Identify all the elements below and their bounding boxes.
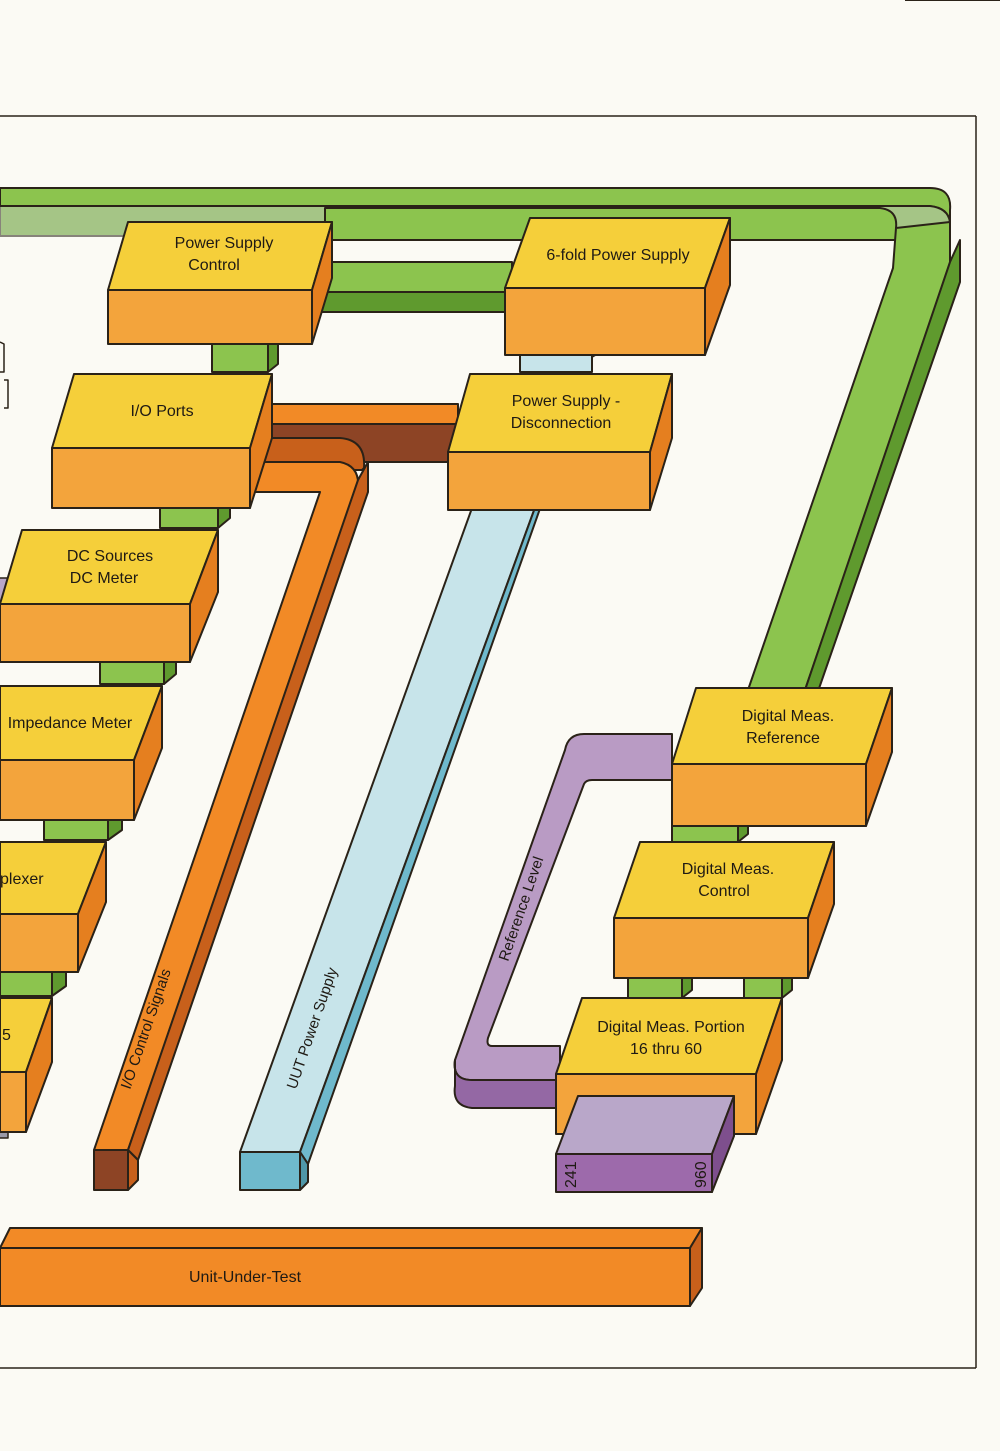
digital-meas-reference-line1: Digital Meas. [742,708,834,725]
io-ports-label: I/O Ports [130,403,193,420]
power-supply-control-line2: Control [188,257,240,274]
pin-end-label: 960 [693,1161,710,1188]
pin-connector-block: 241 960 [555,1095,735,1193]
digital-meas-reference-line2: Reference [746,730,820,747]
uut-power-supply-bus: UUT Power Supply [239,317,605,1191]
partial-block-5: 5 [0,997,53,1133]
dc-sources-label: DC Sources [67,548,153,565]
impedance-meter-block: Impedance Meter [0,685,163,821]
power-supply-disconnection-line1: Power Supply - [512,393,621,410]
multiplexer-label: plexer [0,871,44,888]
digital-meas-portion-line1: Digital Meas. Portion [597,1019,745,1036]
multiplexer-block: plexer [0,841,107,973]
digital-meas-control-block: Digital Meas. Control [613,841,835,979]
reference-level-bus: Reference Level [453,733,673,1109]
unit-under-test-bar: Unit-Under-Test [0,1227,703,1307]
unit-under-test-label: Unit-Under-Test [189,1269,302,1286]
dc-sources-dc-meter-block: DC Sources DC Meter [0,529,219,663]
power-supply-control-line1: Power Supply [175,235,274,252]
impedance-meter-label: Impedance Meter [8,715,133,732]
six-fold-power-supply-block: 6-fold Power Supply [504,217,731,356]
power-supply-disconnection-block: Power Supply - Disconnection [447,373,673,511]
dc-meter-label: DC Meter [70,570,139,587]
pin-start-label: 241 [563,1161,580,1188]
io-ports-block: I/O Ports [51,373,273,509]
digital-meas-control-line1: Digital Meas. [682,861,774,878]
digital-meas-control-line2: Control [698,883,750,900]
power-supply-disconnection-line2: Disconnection [511,415,612,432]
power-supply-control-block: Power Supply Control [107,221,333,345]
partial-block-5-label: 5 [2,1027,11,1044]
six-fold-power-supply-label: 6-fold Power Supply [546,247,689,264]
digital-meas-portion-line2: 16 thru 60 [630,1041,702,1058]
digital-meas-reference-block: Digital Meas. Reference [671,687,893,827]
